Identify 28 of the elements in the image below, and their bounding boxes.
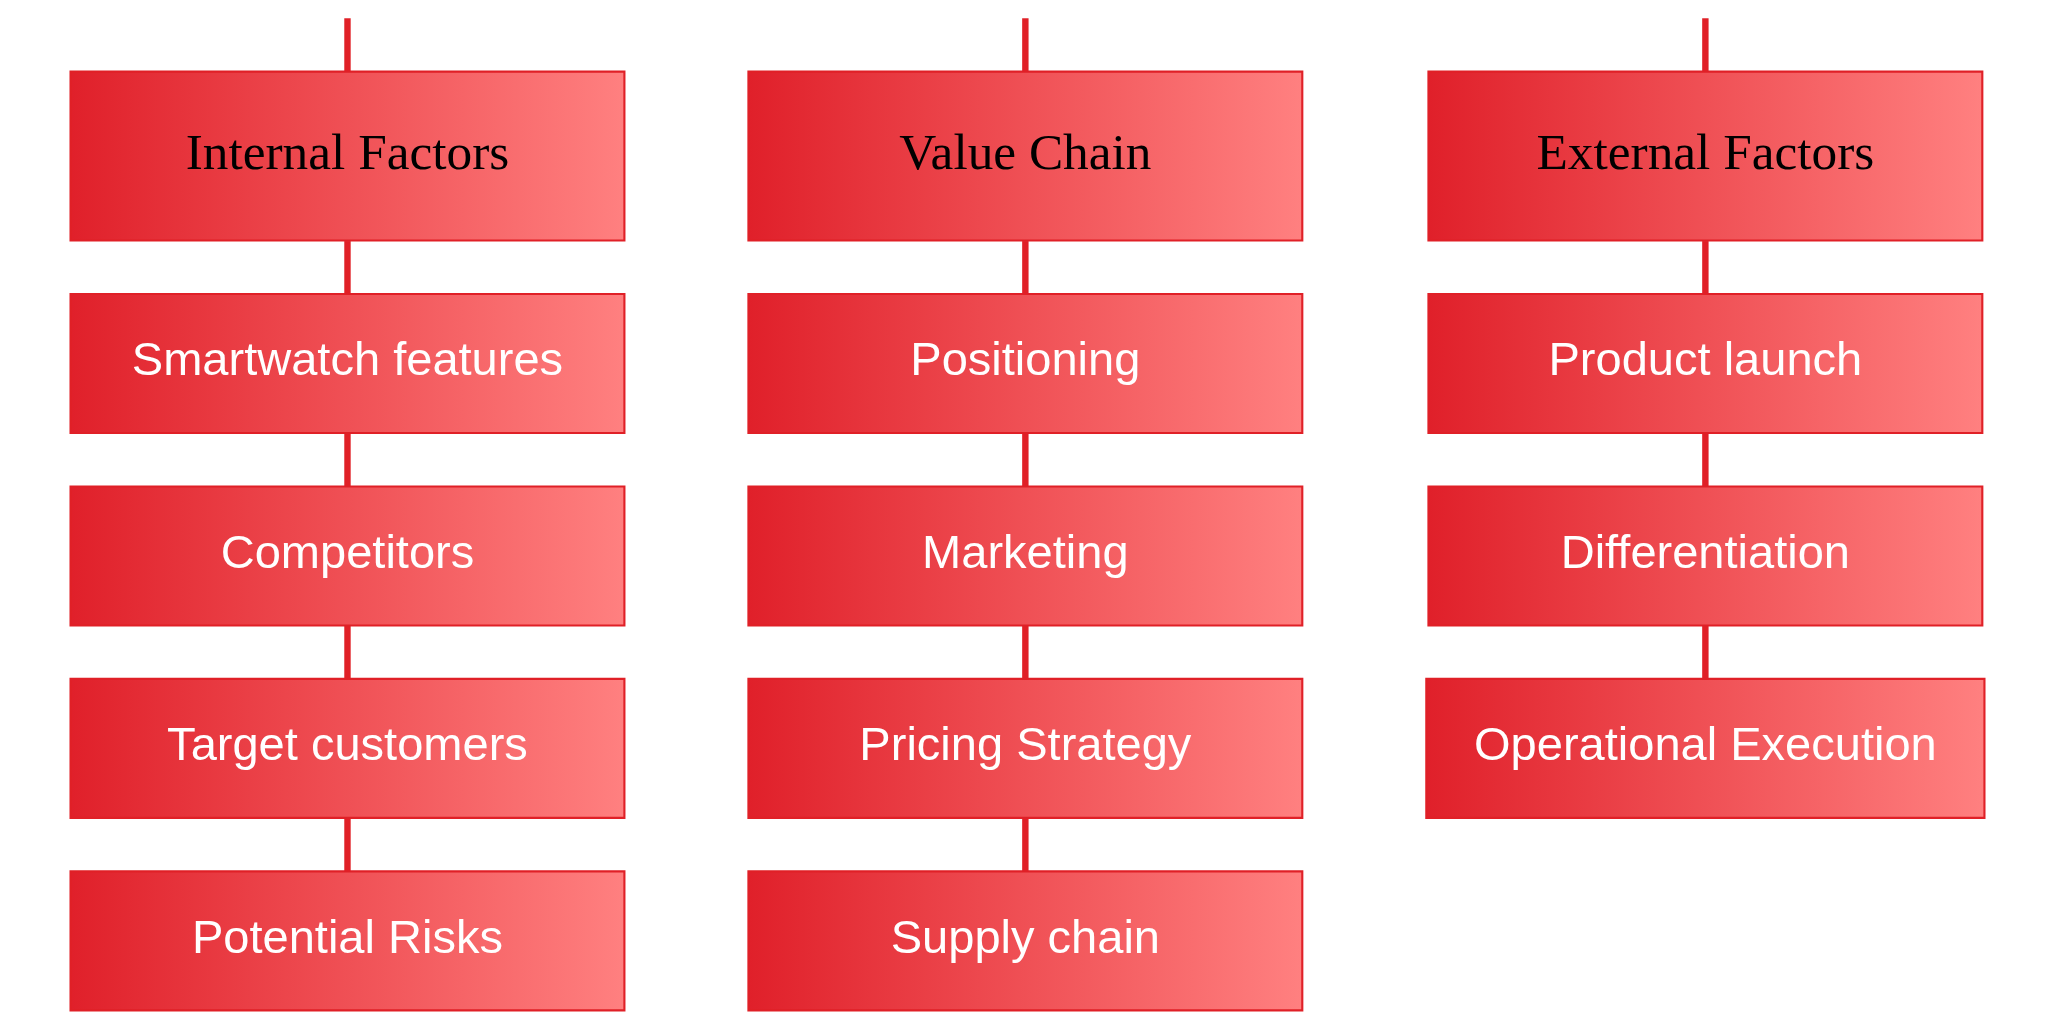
connector	[344, 433, 351, 487]
node-box: Smartwatch features	[69, 292, 626, 435]
node-box: Positioning	[747, 292, 1304, 435]
connector	[344, 18, 351, 72]
connector	[1702, 18, 1709, 72]
node-box: External Factors	[1427, 70, 1984, 242]
connector	[1022, 818, 1029, 872]
node-box: Product launch	[1427, 292, 1984, 435]
connector	[1022, 626, 1029, 679]
connector	[1022, 433, 1029, 487]
node-box: Competitors	[69, 485, 626, 627]
connector	[1702, 626, 1709, 679]
node-box: Supply chain	[747, 870, 1304, 1012]
node-box: Operational Execution	[1425, 677, 1986, 819]
node-box: Target customers	[69, 677, 626, 819]
node-box: Differentiation	[1427, 485, 1984, 627]
connector	[344, 626, 351, 679]
connector	[1702, 433, 1709, 487]
node-box: Value Chain	[747, 70, 1304, 242]
connector	[1702, 241, 1709, 294]
connector	[1022, 241, 1029, 294]
node-box: Internal Factors	[69, 70, 626, 242]
node-box: Potential Risks	[69, 870, 626, 1012]
connector	[1022, 18, 1029, 72]
connector	[344, 241, 351, 294]
node-box: Pricing Strategy	[747, 677, 1304, 819]
connector	[344, 818, 351, 872]
node-box: Marketing	[747, 485, 1304, 627]
